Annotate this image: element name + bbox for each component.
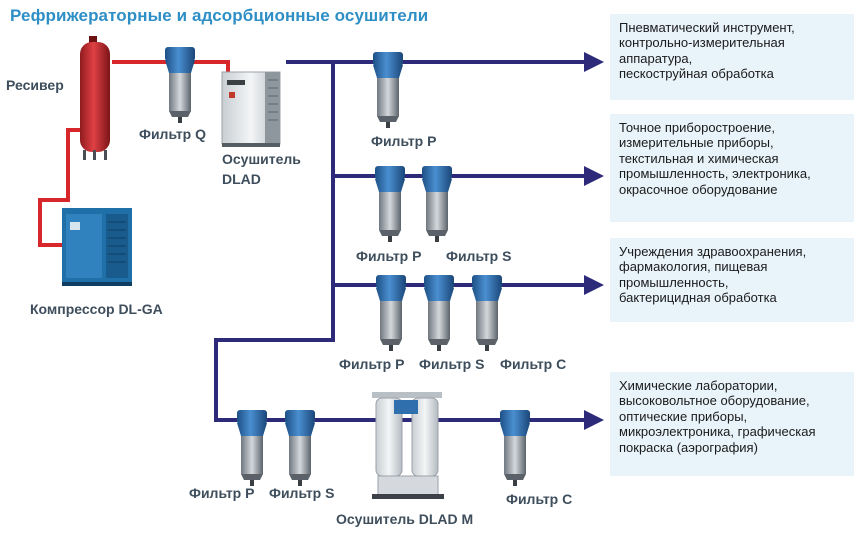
filter-p-label: Фильтр P <box>189 485 255 501</box>
filter-p-label: Фильтр P <box>356 248 422 264</box>
filter-p-icon <box>376 275 406 351</box>
dryer-dlad-label-1: Осушитель <box>222 151 301 167</box>
dryer-dladm-icon <box>372 392 444 499</box>
pipe-line-4 <box>214 290 604 430</box>
filter-q-icon <box>165 47 195 123</box>
application-box-1: Пневматический инструмент, контрольно-из… <box>610 14 854 100</box>
dryer-dladm-label: Осушитель DLAD M <box>336 511 474 527</box>
filter-q-label: Фильтр Q <box>139 126 207 142</box>
compressor-label: Компрессор DL-GA <box>30 301 163 317</box>
application-line: Точное приборостроение, <box>619 120 775 135</box>
application-line: аппаратура, <box>619 50 693 66</box>
application-line: текстильная и химическая <box>619 150 779 166</box>
dryer-dlad-icon <box>221 71 281 147</box>
filter-c-label: Фильтр C <box>506 491 573 507</box>
filter-s-label: Фильтр S <box>419 356 485 372</box>
filter-c-icon <box>472 275 502 351</box>
filter-s-label: Фильтр S <box>269 485 335 501</box>
application-line: бактерицидная обработка <box>619 290 777 306</box>
application-line: промышленность, электроника, <box>619 166 811 182</box>
filter-p-icon <box>373 52 403 128</box>
application-line: Химические лаборатории, <box>619 378 778 393</box>
application-line: высоковольтное оборудование, <box>619 393 810 409</box>
application-line: микроэлектроника, графическая <box>619 424 816 440</box>
filter-c-label: Фильтр C <box>500 356 567 372</box>
application-line: Учреждения здравоохранения, <box>619 244 807 259</box>
receiver-icon <box>80 36 110 160</box>
filter-s-icon <box>422 166 452 242</box>
application-line: измерительные приборы, <box>619 135 774 151</box>
dryer-dlad-label-2: DLAD <box>222 171 261 187</box>
application-line: окрасочное оборудование <box>619 181 778 197</box>
application-line: оптические приборы, <box>619 408 748 424</box>
filter-s-icon <box>424 275 454 351</box>
application-line: фармакология, пищевая <box>619 259 768 275</box>
filter-s-icon <box>285 410 315 486</box>
application-line: контрольно-измерительная <box>619 35 785 51</box>
application-box-2: Точное приборостроение, измерительные пр… <box>610 114 854 222</box>
application-line: Пневматический инструмент, <box>619 20 795 35</box>
filter-c-icon <box>500 410 530 486</box>
application-box-3: Учреждения здравоохранения, фармакология… <box>610 238 854 322</box>
filter-p-icon <box>237 410 267 486</box>
filter-p-label: Фильтр P <box>371 133 437 149</box>
application-box-4: Химические лаборатории, высоковольтное о… <box>610 372 854 476</box>
receiver-label: Ресивер <box>6 77 64 93</box>
application-line: покраска (аэрография) <box>619 439 758 455</box>
application-line: промышленность, <box>619 274 729 290</box>
filter-s-label: Фильтр S <box>446 248 512 264</box>
filter-p-icon <box>375 166 405 242</box>
hot-pipe-compressor <box>38 128 80 247</box>
diagram-title: Рефрижераторные и адсорбционные осушител… <box>10 6 429 25</box>
filter-p-label: Фильтр P <box>339 356 405 372</box>
application-line: пескоструйная обработка <box>619 66 774 82</box>
compressor-icon <box>62 208 132 286</box>
